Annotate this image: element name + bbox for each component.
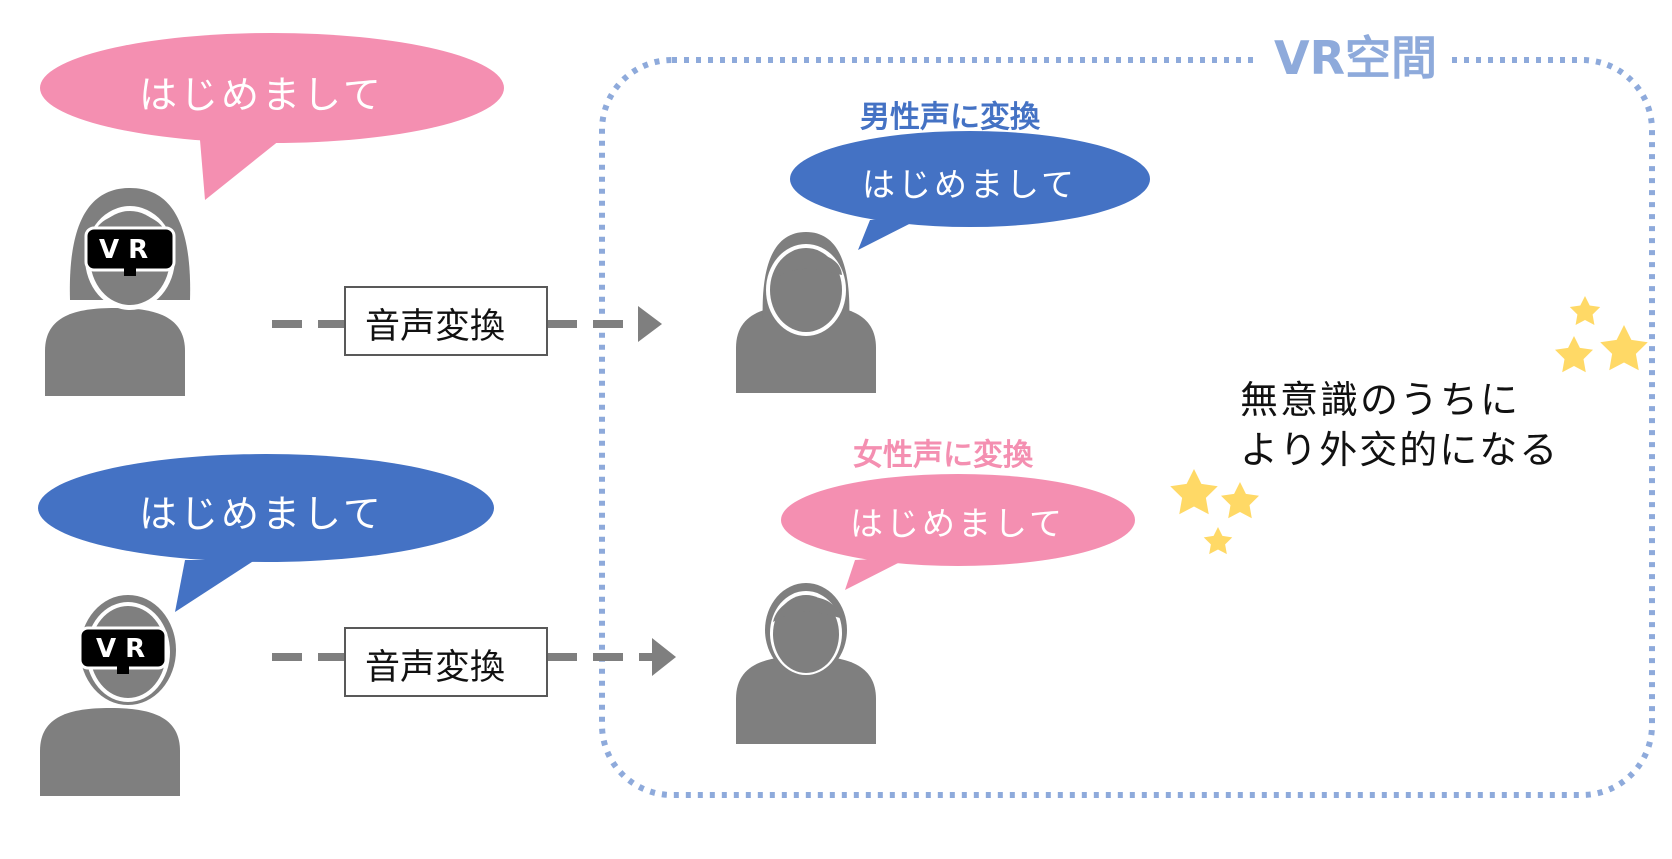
speaker-1-vr-headset-icon <box>84 226 176 276</box>
avatar-2-greeting: はじめまして <box>850 504 1066 543</box>
row-2-arrow-right-icon <box>652 638 676 676</box>
row-2-converter-label: 音声変換 <box>365 648 506 688</box>
avatar-1-greeting: はじめまして <box>862 165 1078 204</box>
effect-text: 無意識のうちに より外交的になる <box>1240 375 1559 475</box>
effect-line-1: 無意識のうちに <box>1240 378 1521 422</box>
avatar-1-bubble <box>790 131 1150 250</box>
star-icon <box>1600 325 1648 371</box>
vr-space-title: VR空間 <box>1260 22 1452 88</box>
row-1-converter-label: 音声変換 <box>365 307 506 347</box>
speaker-2-greeting: はじめまして <box>139 492 384 536</box>
speaker-1-headset-label: V R <box>99 235 149 265</box>
effect-line-2: より外交的になる <box>1240 428 1560 472</box>
star-icon <box>1555 336 1593 373</box>
avatar-2-caption: 女性声に変換 <box>853 438 1033 473</box>
speaker-2-person-icon <box>40 595 180 796</box>
speaker-2-vr-headset-icon <box>78 626 168 674</box>
avatar-2-person-icon <box>736 583 876 744</box>
stars-group-1 <box>1555 296 1648 373</box>
row-2-converter-box <box>344 627 548 697</box>
star-icon <box>1170 469 1218 515</box>
star-icon <box>1221 482 1259 519</box>
speaker-2-headset-label: V R <box>96 634 146 664</box>
speaker-1-person-icon <box>45 188 191 396</box>
avatar-2-bubble <box>781 474 1135 590</box>
row-1-arrow-right-icon <box>638 306 662 342</box>
stars-group-2 <box>1170 469 1259 555</box>
star-icon <box>1203 527 1233 555</box>
speaker-1-bubble <box>40 33 504 200</box>
speaker-1-greeting: はじめまして <box>139 73 384 117</box>
star-icon <box>1569 296 1601 325</box>
row-1-converter-box <box>344 286 548 356</box>
avatar-1-person-icon <box>736 232 876 393</box>
speaker-2-bubble <box>38 454 494 612</box>
avatar-1-caption: 男性声に変換 <box>860 100 1040 135</box>
